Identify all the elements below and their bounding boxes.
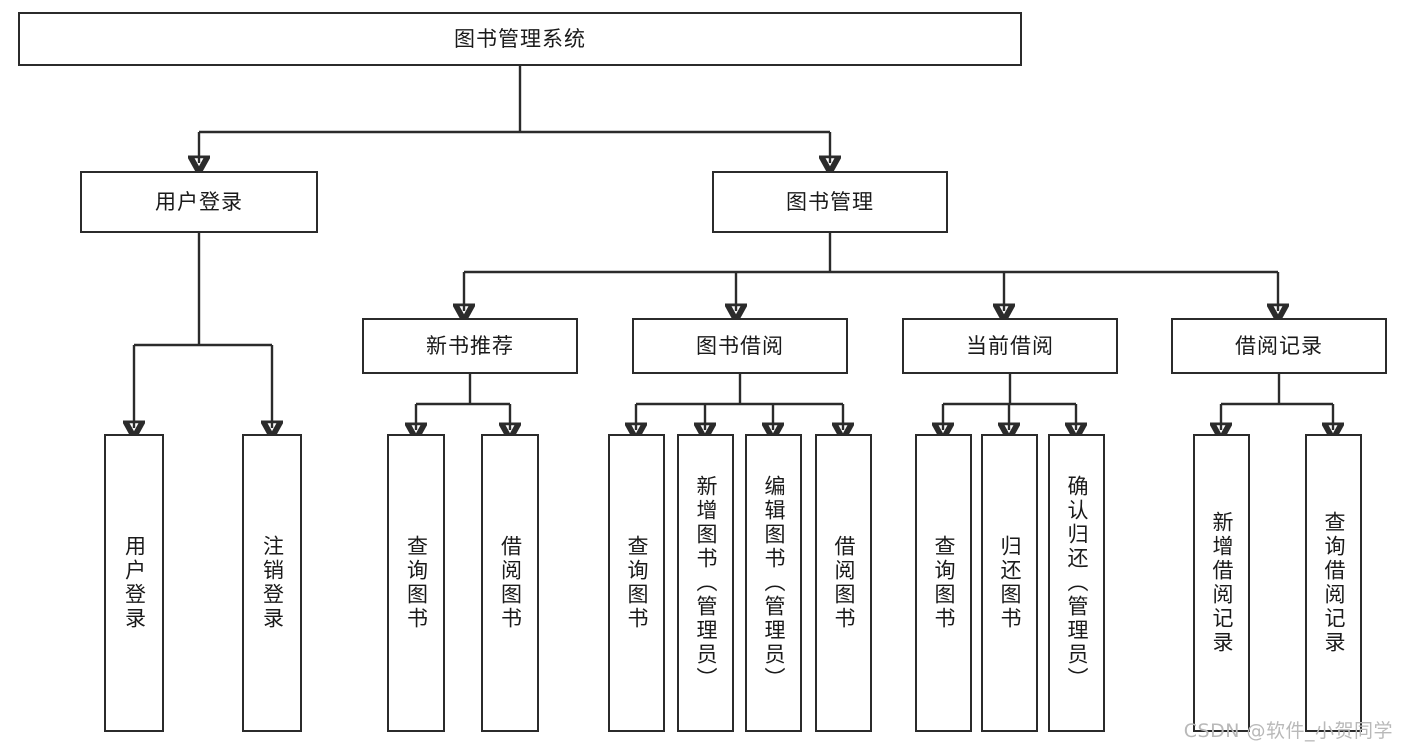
node-leaf-logout[interactable]: 注销登录: [242, 434, 302, 732]
node-leaf-add-record-label: 新增借阅记录: [1209, 511, 1234, 655]
node-root[interactable]: 图书管理系统: [18, 12, 1022, 66]
node-leaf-borrow-book-1-label: 借阅图书: [498, 535, 523, 631]
node-leaf-query-book-3-label: 查询图书: [931, 535, 956, 631]
node-leaf-logout-label: 注销登录: [260, 535, 285, 631]
node-leaf-borrow-book-1[interactable]: 借阅图书: [481, 434, 539, 732]
node-borrow-record-label: 借阅记录: [1235, 333, 1323, 358]
node-leaf-query-record[interactable]: 查询借阅记录: [1305, 434, 1362, 732]
node-leaf-confirm-return[interactable]: 确认归还（管理员）: [1048, 434, 1105, 732]
node-leaf-edit-book-label: 编辑图书（管理员）: [761, 475, 786, 691]
node-current-borrow[interactable]: 当前借阅: [902, 318, 1118, 374]
node-leaf-query-record-label: 查询借阅记录: [1321, 511, 1346, 655]
node-leaf-return-book[interactable]: 归还图书: [981, 434, 1038, 732]
node-leaf-add-book[interactable]: 新增图书（管理员）: [677, 434, 734, 732]
node-leaf-query-book-1-label: 查询图书: [404, 535, 429, 631]
node-leaf-return-book-label: 归还图书: [997, 535, 1022, 631]
node-leaf-edit-book[interactable]: 编辑图书（管理员）: [745, 434, 802, 732]
node-book-manage-label: 图书管理: [786, 189, 874, 214]
node-root-label: 图书管理系统: [454, 26, 586, 51]
node-book-manage[interactable]: 图书管理: [712, 171, 948, 233]
node-user-login-label: 用户登录: [155, 189, 243, 214]
node-leaf-add-book-label: 新增图书（管理员）: [693, 475, 718, 691]
node-leaf-query-book-3[interactable]: 查询图书: [915, 434, 972, 732]
node-leaf-user-login[interactable]: 用户登录: [104, 434, 164, 732]
node-leaf-user-login-label: 用户登录: [122, 535, 147, 631]
node-leaf-borrow-book-2[interactable]: 借阅图书: [815, 434, 872, 732]
node-leaf-confirm-return-label: 确认归还（管理员）: [1064, 475, 1089, 691]
node-borrow-record[interactable]: 借阅记录: [1171, 318, 1387, 374]
node-leaf-query-book-2-label: 查询图书: [624, 535, 649, 631]
node-book-borrow[interactable]: 图书借阅: [632, 318, 848, 374]
node-current-borrow-label: 当前借阅: [966, 333, 1054, 358]
node-leaf-query-book-1[interactable]: 查询图书: [387, 434, 445, 732]
node-leaf-add-record[interactable]: 新增借阅记录: [1193, 434, 1250, 732]
node-book-borrow-label: 图书借阅: [696, 333, 784, 358]
watermark-text: CSDN @软件_小贺同学: [1183, 720, 1393, 742]
node-new-book-rec[interactable]: 新书推荐: [362, 318, 578, 374]
node-new-book-rec-label: 新书推荐: [426, 333, 514, 358]
node-leaf-query-book-2[interactable]: 查询图书: [608, 434, 665, 732]
node-leaf-borrow-book-2-label: 借阅图书: [831, 535, 856, 631]
node-user-login[interactable]: 用户登录: [80, 171, 318, 233]
